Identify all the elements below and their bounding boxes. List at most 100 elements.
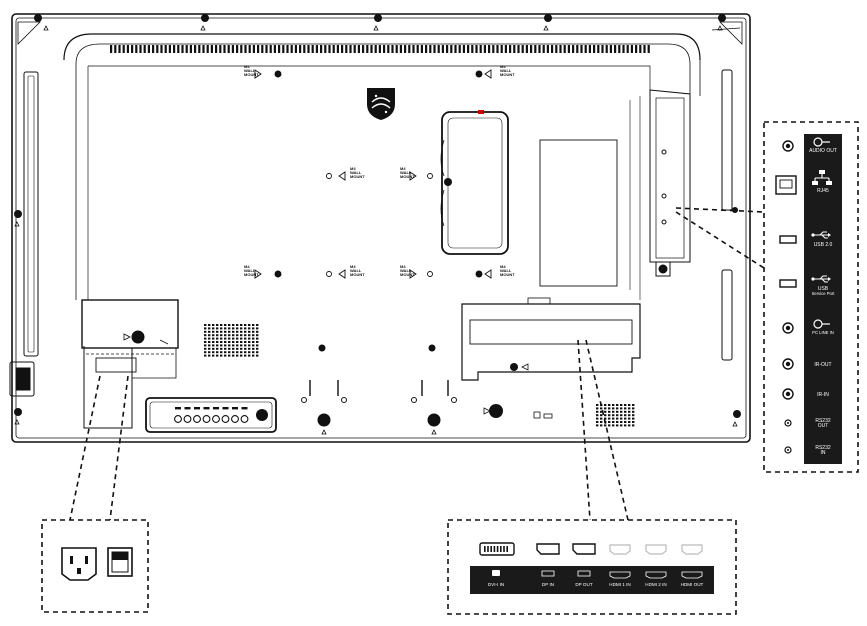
vent-slot — [244, 354, 247, 357]
vent-slot — [357, 45, 360, 53]
vent-slot — [630, 45, 633, 53]
vent-slot — [248, 337, 251, 340]
wall-mount-label: MOUNT — [244, 272, 259, 277]
vent-slot — [600, 424, 603, 427]
vent-slot — [467, 45, 470, 53]
arrow-icon — [338, 171, 346, 181]
vent-slot — [216, 354, 219, 357]
vent-slot — [286, 45, 289, 53]
vent-slot — [399, 45, 402, 53]
callout-lines — [69, 207, 765, 521]
vent-slot — [521, 45, 524, 53]
vent-slot — [620, 404, 623, 406]
vent-slot — [252, 341, 255, 343]
vent-slot — [517, 45, 520, 53]
button-symbol-icon — [222, 407, 229, 410]
vent-slot — [248, 347, 251, 350]
wall-mount-label: MOUNT — [244, 72, 259, 77]
vent-slot — [604, 414, 607, 417]
vent-slot — [624, 424, 627, 427]
vent-slot — [593, 45, 596, 53]
vent-slot — [240, 354, 243, 357]
button-symbol-icon — [175, 407, 181, 410]
vent-slot — [220, 334, 223, 337]
vent-slot — [256, 354, 259, 357]
bottom-io-module — [461, 297, 641, 381]
vent-slot — [628, 407, 631, 410]
vent-slot — [408, 45, 411, 53]
vent-slot — [374, 45, 377, 53]
vent-slot — [177, 45, 180, 53]
dp-logo-icon — [541, 570, 555, 577]
vent-slot — [404, 45, 407, 53]
vent-grille-left — [204, 324, 259, 357]
vent-slot — [612, 407, 615, 410]
vent-slot — [632, 421, 635, 423]
vent-slot — [220, 330, 223, 333]
mount-hole — [274, 270, 282, 278]
vent-slot — [240, 327, 243, 330]
vent-slot — [604, 407, 607, 410]
vent-slot — [248, 330, 251, 333]
vent-slot — [224, 324, 227, 326]
vent-slot — [278, 45, 281, 53]
vent-slot — [624, 414, 627, 417]
vent-slot — [572, 45, 575, 53]
vent-slot — [135, 45, 138, 53]
wall-mount-label: WALL — [400, 170, 412, 175]
vent-slot — [244, 347, 247, 350]
stand-mounts — [301, 344, 457, 435]
vent-slot — [311, 45, 314, 53]
network-icon — [814, 174, 830, 182]
vent-slot — [479, 45, 482, 53]
vent-slot — [236, 354, 239, 357]
power-module — [81, 299, 179, 429]
vent-slot — [596, 421, 599, 423]
button-symbol-icon — [241, 407, 248, 410]
vent-slot — [220, 337, 223, 340]
bottom-label-strip — [470, 566, 714, 594]
vent-slot — [600, 410, 603, 413]
vent-slot — [232, 324, 235, 326]
button-symbol-icon — [232, 407, 238, 410]
vent-slot — [208, 344, 211, 347]
vent-slot — [628, 417, 631, 420]
vent-slot — [248, 45, 251, 53]
vent-slot — [252, 330, 255, 333]
vent-slot — [604, 410, 607, 413]
vent-slot — [345, 45, 348, 53]
vent-slot — [471, 45, 474, 53]
vent-slot — [232, 327, 235, 330]
wall-mount-label: MOUNT — [350, 272, 365, 277]
vent-slot — [256, 344, 259, 347]
vent-slot — [387, 45, 390, 53]
vent-slot — [383, 45, 386, 53]
wall-mount-label: MOUNT — [500, 72, 515, 77]
vent-slot — [620, 414, 623, 417]
vent-slot — [332, 45, 335, 53]
vent-slot — [202, 45, 205, 53]
vent-slot — [620, 417, 623, 420]
vent-slot — [194, 45, 197, 53]
vent-slot — [600, 407, 603, 410]
vent-slot — [227, 45, 230, 53]
port-label: IR-IN — [817, 392, 829, 398]
vent-slot — [244, 334, 247, 337]
vent-slot — [156, 45, 159, 53]
brand-logo-shield — [367, 88, 395, 120]
displayport-icon — [536, 543, 560, 555]
vent-slot — [596, 410, 599, 413]
rs232-jack-icon — [784, 446, 792, 454]
usb-icon — [814, 275, 828, 283]
wall-mount-label: WALL — [500, 268, 512, 273]
vent-slot — [608, 424, 611, 427]
wall-mount-label: M4 — [400, 264, 406, 269]
vent-slot — [559, 45, 562, 53]
vent-slot — [244, 330, 247, 333]
vent-slot — [228, 354, 231, 357]
vent-slot — [632, 417, 635, 420]
vent-slot — [500, 45, 503, 53]
vent-slot — [252, 344, 255, 347]
